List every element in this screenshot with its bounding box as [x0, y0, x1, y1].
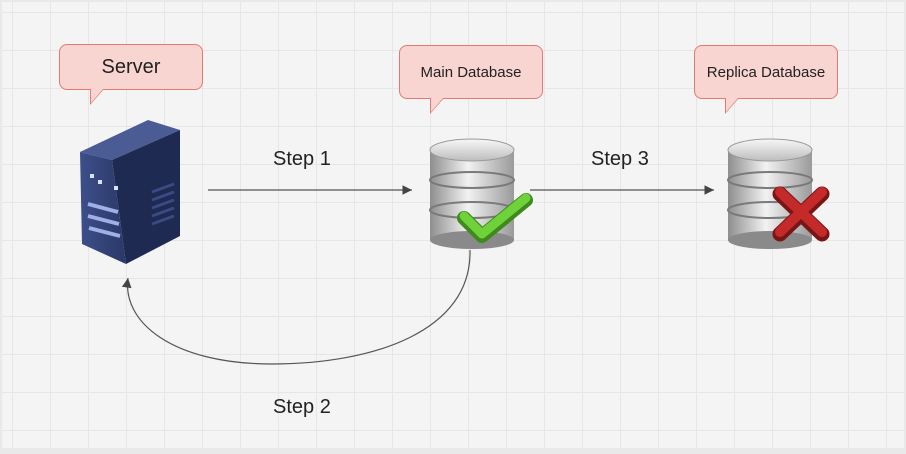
main-database-callout-text: Main Database: [420, 63, 522, 81]
step1-label: Step 1: [273, 148, 331, 170]
server-callout-text: Server: [101, 55, 161, 78]
step2-label: Step 2: [273, 396, 331, 418]
check-icon: [457, 193, 533, 243]
diagram-graphics: [80, 120, 830, 365]
main-database-callout: Main Database: [399, 45, 543, 114]
server-callout: Server: [59, 44, 203, 105]
replica-database-callout: Replica Database: [694, 45, 838, 114]
replica-database-callout-text: Replica Database: [706, 63, 826, 81]
server-icon: [80, 120, 180, 264]
step3-label: Step 3: [591, 148, 649, 170]
cross-icon: [772, 186, 830, 242]
step2-arrow: [121, 249, 471, 365]
replica-database-icon: [727, 138, 813, 249]
diagram-canvas: Server Main Database Replica Database St…: [2, 2, 904, 448]
